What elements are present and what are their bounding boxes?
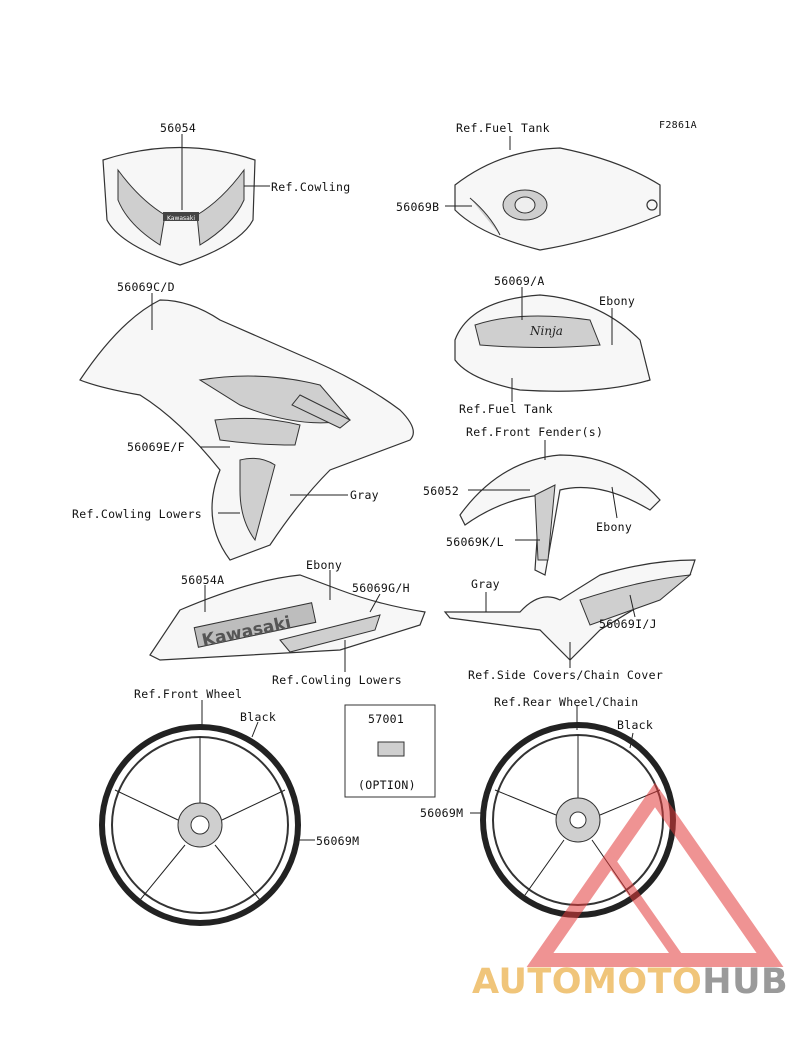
label-lower-decal: 56069G/H xyxy=(352,581,410,595)
label-gray-cowl: Gray xyxy=(350,488,379,502)
svg-text:Kawasaki: Kawasaki xyxy=(167,215,195,222)
label-option-text: (OPTION) xyxy=(358,778,416,792)
label-mid-cowl: 56069E/F xyxy=(127,440,185,454)
tank-decal-drawing: Ninja xyxy=(454,287,651,402)
label-ref-front-fender: Ref.Front Fender(s) xyxy=(466,425,604,439)
label-front-fender: 56052 xyxy=(423,484,460,498)
label-ref-side-covers: Ref.Side Covers/Chain Cover xyxy=(468,668,664,682)
label-side-cover-decal: 56069I/J xyxy=(599,617,657,631)
label-ebony-tank: Ebony xyxy=(599,294,636,308)
label-gray-side: Gray xyxy=(471,577,500,591)
watermark-text: AUTOMOTOHUB xyxy=(472,962,788,1002)
label-ref-fuel-tank-bottom: Ref.Fuel Tank xyxy=(459,402,553,416)
label-tank-pad: 56069B xyxy=(396,200,440,214)
option-box-drawing xyxy=(344,704,436,798)
label-option-part: 57001 xyxy=(368,712,405,726)
fuel-tank-top-drawing xyxy=(445,136,661,251)
label-ref-fuel-tank-top: Ref.Fuel Tank xyxy=(456,121,550,135)
upper-cowl-drawing xyxy=(79,293,414,561)
front-wheel-drawing xyxy=(99,700,315,926)
label-ebony-fender: Ebony xyxy=(596,520,633,534)
windscreen-drawing: Kawasaki xyxy=(102,134,270,266)
label-ref-cowling: Ref.Cowling xyxy=(271,180,351,194)
svg-text:Ninja: Ninja xyxy=(529,324,563,338)
label-ref-cowling-lowers-left: Ref.Cowling Lowers xyxy=(72,507,203,521)
label-upper-cowl: 56069C/D xyxy=(117,280,175,294)
watermark-part1: AUTOMOTO xyxy=(472,962,703,1002)
watermark-part2: HUB xyxy=(702,962,789,1002)
label-fender-decal: 56069K/L xyxy=(446,535,504,549)
label-ref-front-wheel: Ref.Front Wheel xyxy=(134,687,243,701)
label-tank-decal: 56069/A xyxy=(494,274,545,288)
label-rear-wheel-decal: 56069M xyxy=(420,806,464,820)
watermark-triangle xyxy=(526,782,784,967)
label-ebony-lower: Ebony xyxy=(306,558,343,572)
label-front-wheel-decal: 56069M xyxy=(316,834,360,848)
label-black-front: Black xyxy=(240,710,277,724)
label-black-rear: Black xyxy=(617,718,654,732)
label-ref-cowling-lowers-bottom: Ref.Cowling Lowers xyxy=(272,673,403,687)
label-lower-kawasaki: 56054A xyxy=(181,573,225,587)
side-cover-drawing xyxy=(443,559,696,668)
lower-cowl-drawing: Kawasaki xyxy=(149,570,426,672)
figure-code: F2861A xyxy=(659,120,697,131)
label-windscreen: 56054 xyxy=(160,121,197,135)
label-ref-rear-wheel: Ref.Rear Wheel/Chain xyxy=(494,695,639,709)
front-fender-drawing xyxy=(459,440,661,576)
